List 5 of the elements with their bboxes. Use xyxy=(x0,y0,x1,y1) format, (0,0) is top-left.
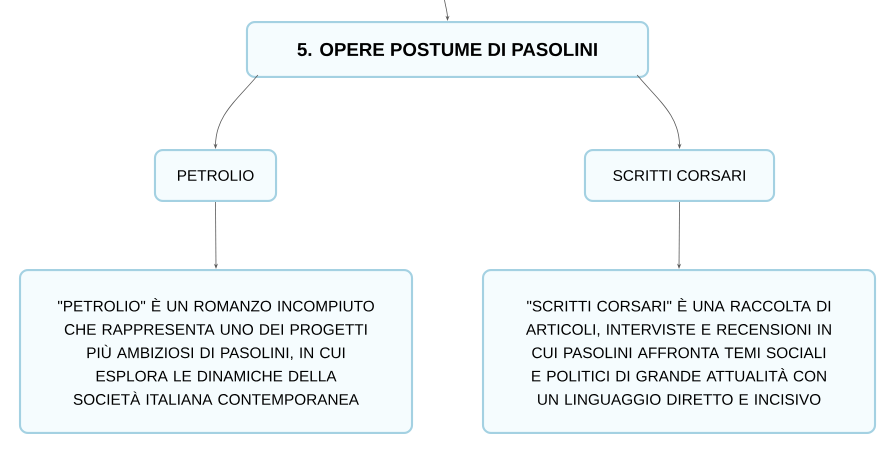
topic-box: SCRITTI CORSARI xyxy=(584,148,776,202)
topic-box: PETROLIO xyxy=(154,148,278,202)
text-box: "SCRITTI CORSARI" È UNA RACCOLTA DI ARTICOLI, INTERVISTE E RECENSIONI IN CUI PASOLINI AFFRONTA TEMI SOCIALI E POLITICI DI GRANDE ATTUALITÀ CON UN LINGUAGGIO DIRETTO E INCISIVO xyxy=(482,268,876,434)
text-box: "PETROLIO" È UN ROMANZO INCOMPIUTO CHE RAPPRESENTA UNO DEI PROGETTI PIÙ AMBIZIOSI DI PASOLINI, IN CUI ESPLORA LE DINAMICHE DELLA SOCIETÀ ITALIANA CONTEMPORANEA xyxy=(18,268,414,434)
title-box: 5. OPERE POSTUME DI PASOLINI xyxy=(246,20,650,78)
